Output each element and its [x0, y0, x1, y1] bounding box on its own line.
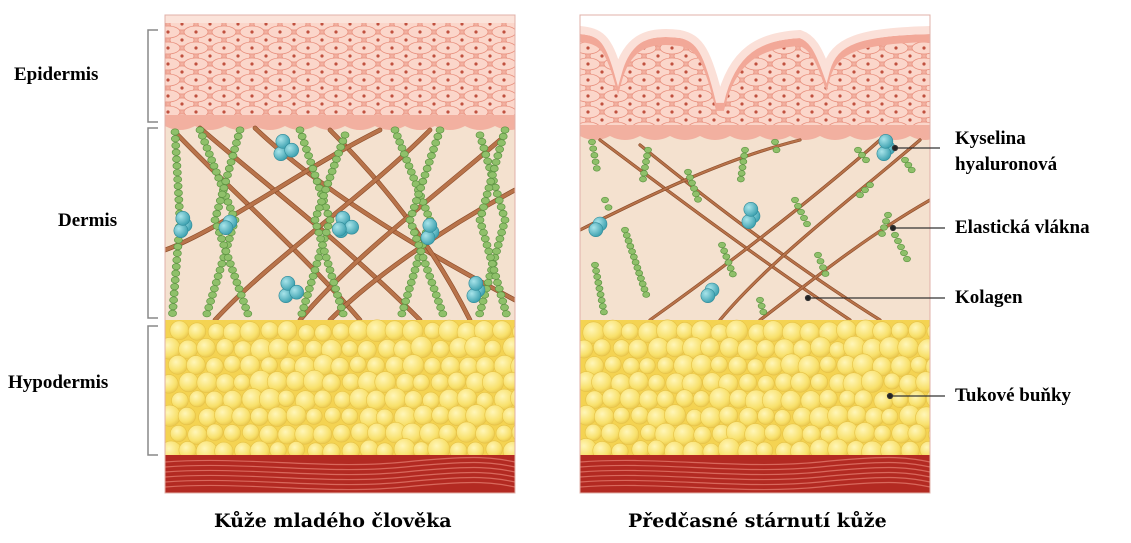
aged-skin-caption: Předčasné stárnutí kůže	[628, 510, 887, 532]
hyaluronic-label-line1: Kyselina	[955, 128, 1026, 150]
dermis-label: Dermis	[58, 210, 117, 232]
hypodermis-bracket	[148, 326, 158, 455]
elastic-fibers-label: Elastická vlákna	[955, 217, 1090, 239]
hypodermis-label: Hypodermis	[8, 372, 108, 394]
aged-skin-panel	[575, 15, 947, 493]
layer-brackets	[148, 30, 158, 455]
fat-cells-label: Tukové buňky	[955, 385, 1071, 407]
epidermis-bracket	[148, 30, 158, 122]
skin-surface	[165, 15, 515, 23]
young-skin-panel	[159, 15, 533, 493]
young-skin-caption: Kůže mladého člověka	[214, 510, 452, 532]
dermis-bracket	[148, 128, 158, 318]
epidermis-label: Epidermis	[14, 64, 98, 86]
hyaluronic-label-line2: hyaluronová	[955, 154, 1057, 176]
collagen-label: Kolagen	[955, 287, 1023, 309]
